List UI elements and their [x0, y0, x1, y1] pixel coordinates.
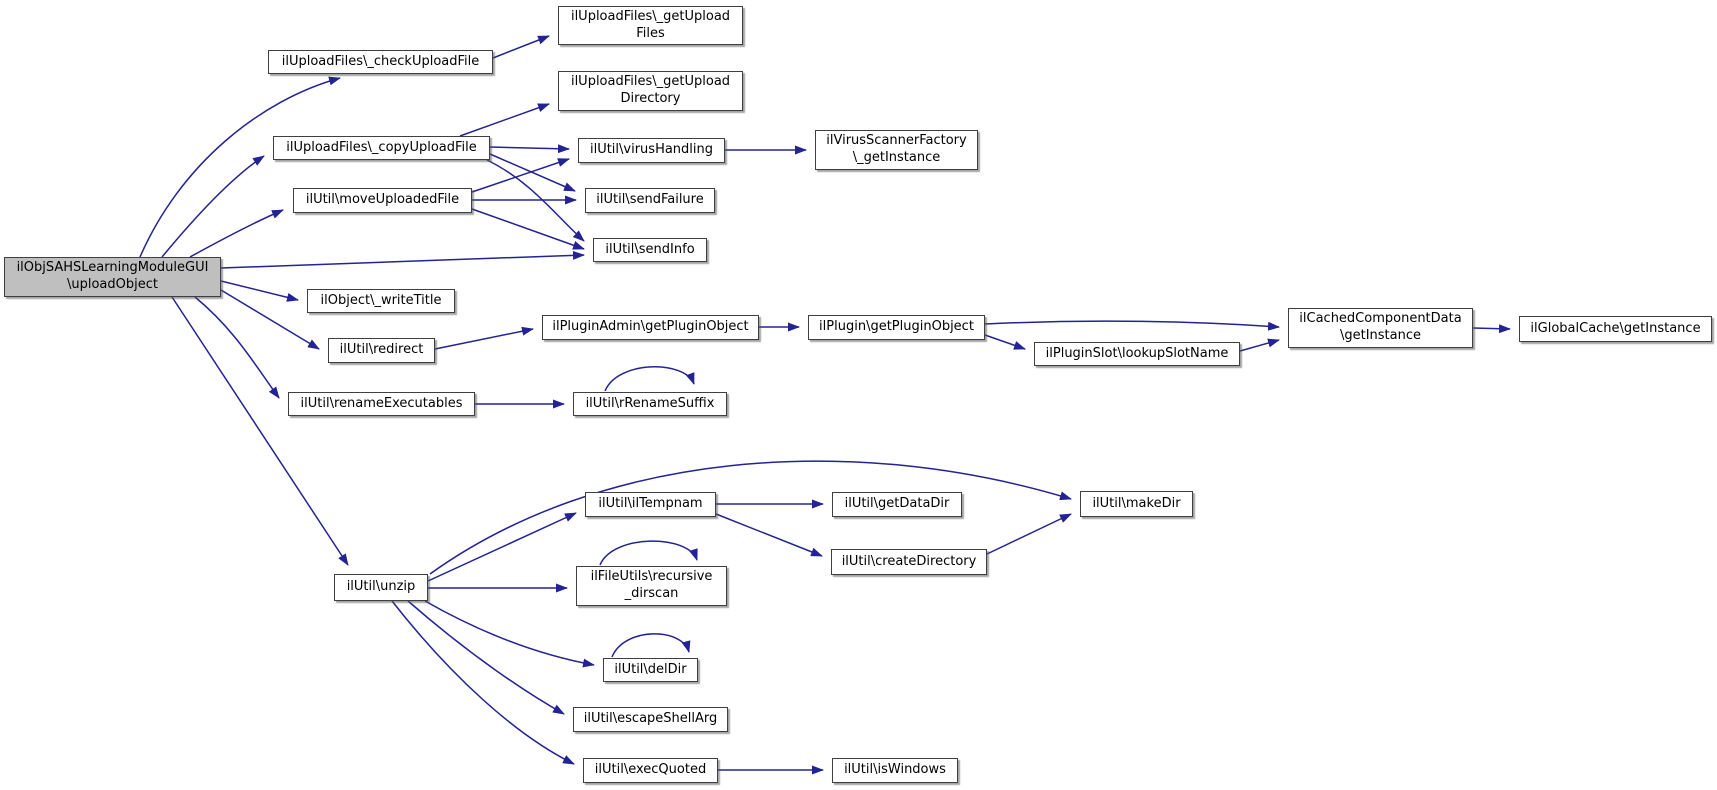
node-globalCache-getInstance[interactable]: ilGlobalCache\getInstance — [1519, 316, 1712, 342]
node-pluginAdmin-getPluginObject[interactable]: ilPluginAdmin\getPluginObject — [542, 315, 759, 340]
edge-unzip-to-ilTempnam — [427, 512, 577, 582]
node-createDirectory[interactable]: ilUtil\createDirectory — [831, 549, 987, 575]
node-getDataDir[interactable]: ilUtil\getDataDir — [832, 492, 962, 517]
edge-root-to-writeTitle — [220, 280, 299, 302]
edge-recursiveDirscan-self-loop — [599, 540, 698, 566]
edge-root-to-checkUploadFile — [139, 76, 341, 258]
node-makeDir[interactable]: ilUtil\makeDir — [1080, 491, 1193, 517]
node-sendInfo[interactable]: ilUtil\sendInfo — [593, 238, 707, 262]
node-isWindows[interactable]: ilUtil\isWindows — [832, 758, 958, 783]
edge-rRenameSuffix-self-loop — [604, 366, 695, 392]
edge-unzip-to-makeDir — [429, 460, 1072, 575]
edge-copyUploadFile-to-sendFailure — [489, 153, 576, 192]
node-copyUploadFile[interactable]: ilUploadFiles\_copyUploadFile — [273, 136, 490, 160]
node-sendFailure[interactable]: ilUtil\sendFailure — [585, 188, 715, 213]
node-virusScannerFactory-getInstance[interactable]: ilVirusScannerFactory \_getInstance — [815, 130, 978, 170]
node-recursiveDirscan[interactable]: ilFileUtils\recursive _dirscan — [576, 566, 727, 606]
edge-plugin-to-cachedComponentData — [984, 320, 1280, 331]
edge-copyUploadFile-to-virusHandling — [489, 144, 570, 154]
node-ilTempnam[interactable]: ilUtil\ilTempnam — [585, 492, 716, 517]
edge-unzip-to-delDir — [424, 600, 595, 668]
node-writeTitle[interactable]: ilObject\_writeTitle — [307, 289, 455, 313]
node-delDir[interactable]: ilUtil\delDir — [603, 658, 698, 682]
edge-plugin-to-lookupSlotName — [984, 334, 1026, 350]
edge-root-to-renameExecutables — [194, 296, 280, 399]
edge-ilTempnam-to-createDirectory — [715, 513, 823, 557]
node-pluginSlot-lookupSlotName[interactable]: ilPluginSlot\lookupSlotName — [1034, 342, 1240, 366]
edge-checkUploadFile-to-getUploadFiles — [492, 35, 550, 59]
edge-cachedComponentData-to-globalCache — [1472, 324, 1511, 334]
edge-copyUploadFile-to-getUploadDirectory — [459, 103, 550, 137]
edge-root-to-moveUploadedFile — [189, 209, 284, 258]
node-unzip[interactable]: ilUtil\unzip — [334, 574, 428, 601]
edge-unzip-to-execQuoted — [391, 600, 575, 765]
edge-root-to-redirect — [220, 289, 320, 350]
node-getUploadDirectory[interactable]: ilUploadFiles\_getUpload Directory — [558, 71, 743, 111]
edge-delDir-self-loop — [611, 633, 691, 658]
edge-root-to-sendInfo — [220, 250, 585, 269]
node-execQuoted[interactable]: ilUtil\execQuoted — [583, 758, 718, 783]
edge-unzip-to-escapeShellArg — [407, 600, 565, 715]
node-renameExecutables[interactable]: ilUtil\renameExecutables — [288, 392, 475, 416]
node-cachedComponentData-getInstance[interactable]: ilCachedComponentData \getInstance — [1288, 308, 1473, 348]
edge-createDirectory-to-makeDir — [986, 513, 1072, 555]
node-getUploadFiles[interactable]: ilUploadFiles\_getUpload Files — [558, 6, 743, 45]
node-plugin-getPluginObject[interactable]: ilPlugin\getPluginObject — [808, 315, 985, 340]
edge-root-to-copyUploadFile — [161, 155, 265, 258]
node-virusHandling[interactable]: ilUtil\virusHandling — [578, 138, 725, 163]
edge-moveUploadedFile-to-virusHandling — [471, 158, 570, 193]
edge-lookupSlotName-to-cachedComponentData — [1239, 338, 1280, 352]
node-checkUploadFile[interactable]: ilUploadFiles\_checkUploadFile — [268, 50, 493, 74]
node-moveUploadedFile[interactable]: ilUtil\moveUploadedFile — [293, 188, 472, 213]
node-redirect[interactable]: ilUtil\redirect — [328, 338, 435, 363]
edge-moveUploadedFile-to-sendInfo — [471, 208, 585, 250]
edge-redirect-to-pluginAdmin — [434, 326, 534, 350]
edge-root-to-unzip — [171, 296, 349, 566]
node-escapeShellArg[interactable]: ilUtil\escapeShellArg — [573, 707, 728, 732]
node-rRenameSuffix[interactable]: ilUtil\rRenameSuffix — [573, 392, 727, 416]
node-uploadObject-root[interactable]: ilObjSAHSLearningModuleGUI \uploadObject — [4, 257, 221, 297]
